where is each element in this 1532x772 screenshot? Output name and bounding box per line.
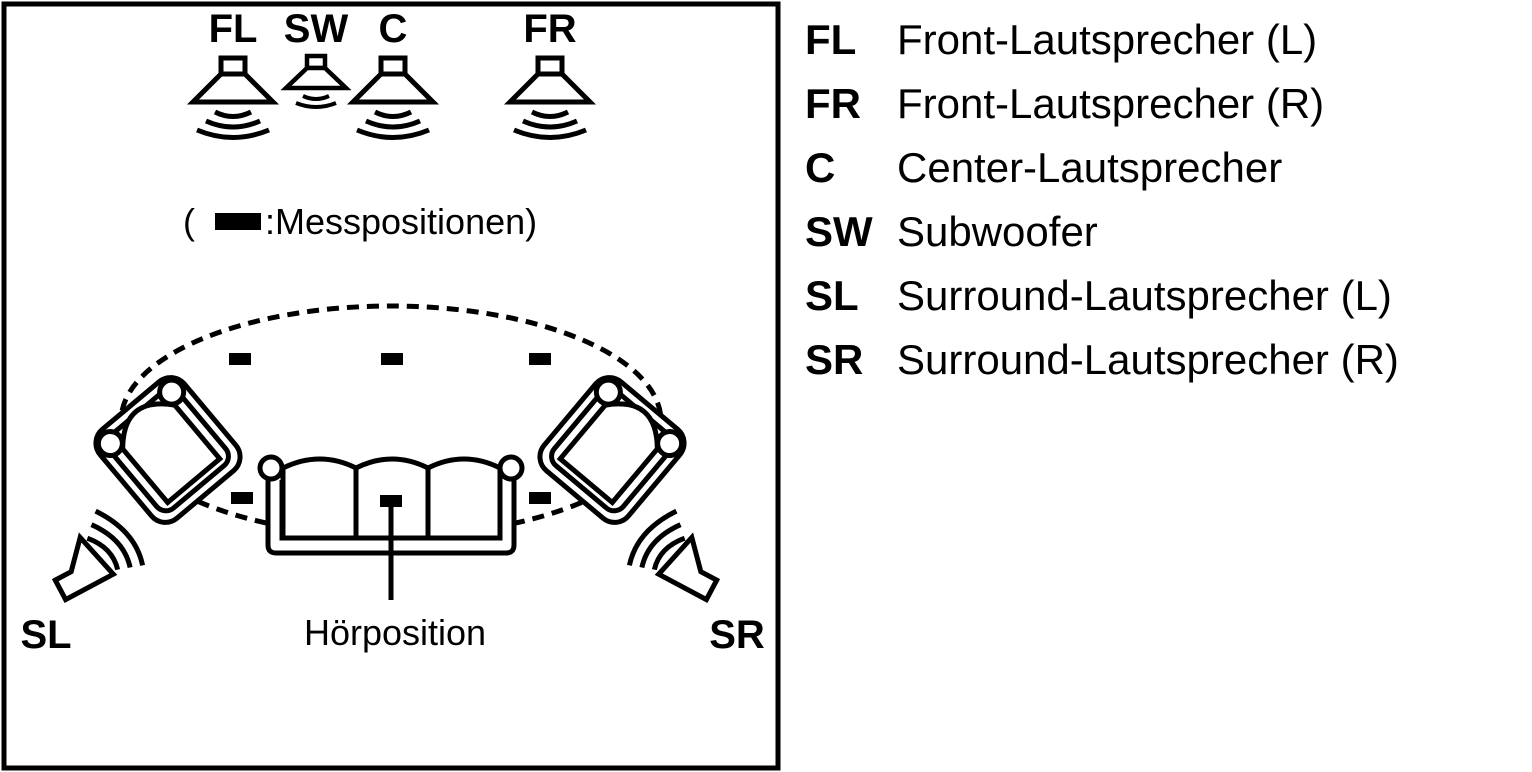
legend-text: Subwoofer bbox=[897, 208, 1098, 255]
measurement-position bbox=[229, 353, 251, 365]
label-sw: SW bbox=[284, 7, 349, 51]
legend-code: SR bbox=[805, 336, 864, 383]
surround-left-speaker-icon bbox=[36, 502, 145, 605]
legend-text: Front-Lautsprecher (L) bbox=[897, 16, 1318, 63]
label-fr: FR bbox=[523, 7, 576, 51]
legend-code: FL bbox=[805, 16, 857, 63]
measurement-position bbox=[529, 353, 551, 365]
legend-text: Surround-Lautsprecher (R) bbox=[897, 336, 1399, 383]
room-outline bbox=[1, 1, 781, 771]
center-speaker-icon bbox=[353, 58, 433, 138]
label-fl: FL bbox=[209, 7, 258, 51]
measurement-note-text: :Messpositionen) bbox=[265, 201, 537, 242]
armchair-right bbox=[533, 370, 692, 530]
legend-text: Front-Lautsprecher (R) bbox=[897, 80, 1325, 127]
legend-row-c: C Center-Lautsprecher bbox=[805, 140, 1399, 204]
legend-row-sw: SW Subwoofer bbox=[805, 204, 1399, 268]
legend-row-sr: SR Surround-Lautsprecher (R) bbox=[805, 332, 1399, 396]
front-left-speaker-icon bbox=[193, 58, 273, 138]
legend-code: C bbox=[805, 144, 836, 191]
measurement-position bbox=[231, 492, 253, 504]
surround-right-speaker-icon bbox=[627, 502, 736, 605]
label-c: C bbox=[379, 7, 408, 51]
label-sr: SR bbox=[709, 613, 765, 657]
label-sl: SL bbox=[20, 613, 71, 657]
subwoofer-icon bbox=[286, 56, 346, 107]
measurement-note-open: ( bbox=[183, 201, 195, 242]
legend-text: Surround-Lautsprecher (L) bbox=[897, 272, 1392, 319]
legend-text: Center-Lautsprecher bbox=[897, 144, 1283, 191]
legend-row-sl: SL Surround-Lautsprecher (L) bbox=[805, 268, 1399, 332]
legend-code: SW bbox=[805, 208, 873, 255]
front-right-speaker-icon bbox=[510, 58, 590, 138]
measurement-position bbox=[381, 353, 403, 365]
measurement-marker-legend bbox=[215, 213, 261, 230]
legend-code: SL bbox=[805, 272, 859, 319]
legend-row-fl: FL Front-Lautsprecher (L) bbox=[805, 12, 1399, 76]
armchair-left bbox=[89, 370, 248, 530]
speaker-legend: FL Front-Lautsprecher (L) FR Front-Lauts… bbox=[805, 12, 1399, 396]
listening-position-marker bbox=[380, 495, 402, 507]
measurement-position bbox=[529, 492, 551, 504]
legend-code: FR bbox=[805, 80, 861, 127]
listening-position-label: Hörposition bbox=[304, 612, 486, 653]
legend-row-fr: FR Front-Lautsprecher (R) bbox=[805, 76, 1399, 140]
